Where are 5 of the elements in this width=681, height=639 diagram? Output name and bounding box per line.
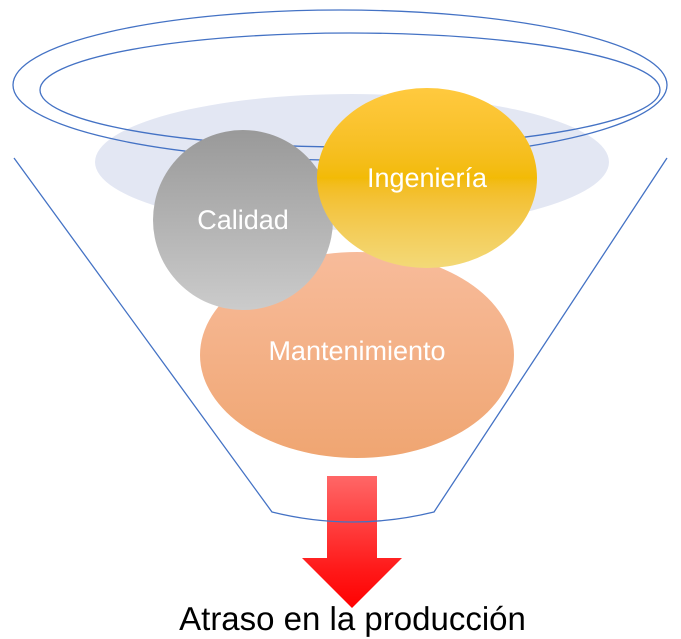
node-label: Mantenimiento [268,334,446,368]
node-label: Calidad [197,204,289,237]
down-arrow [302,476,402,608]
node-label: Ingeniería [366,162,488,195]
caption-text: Atraso en la producción [179,599,526,639]
